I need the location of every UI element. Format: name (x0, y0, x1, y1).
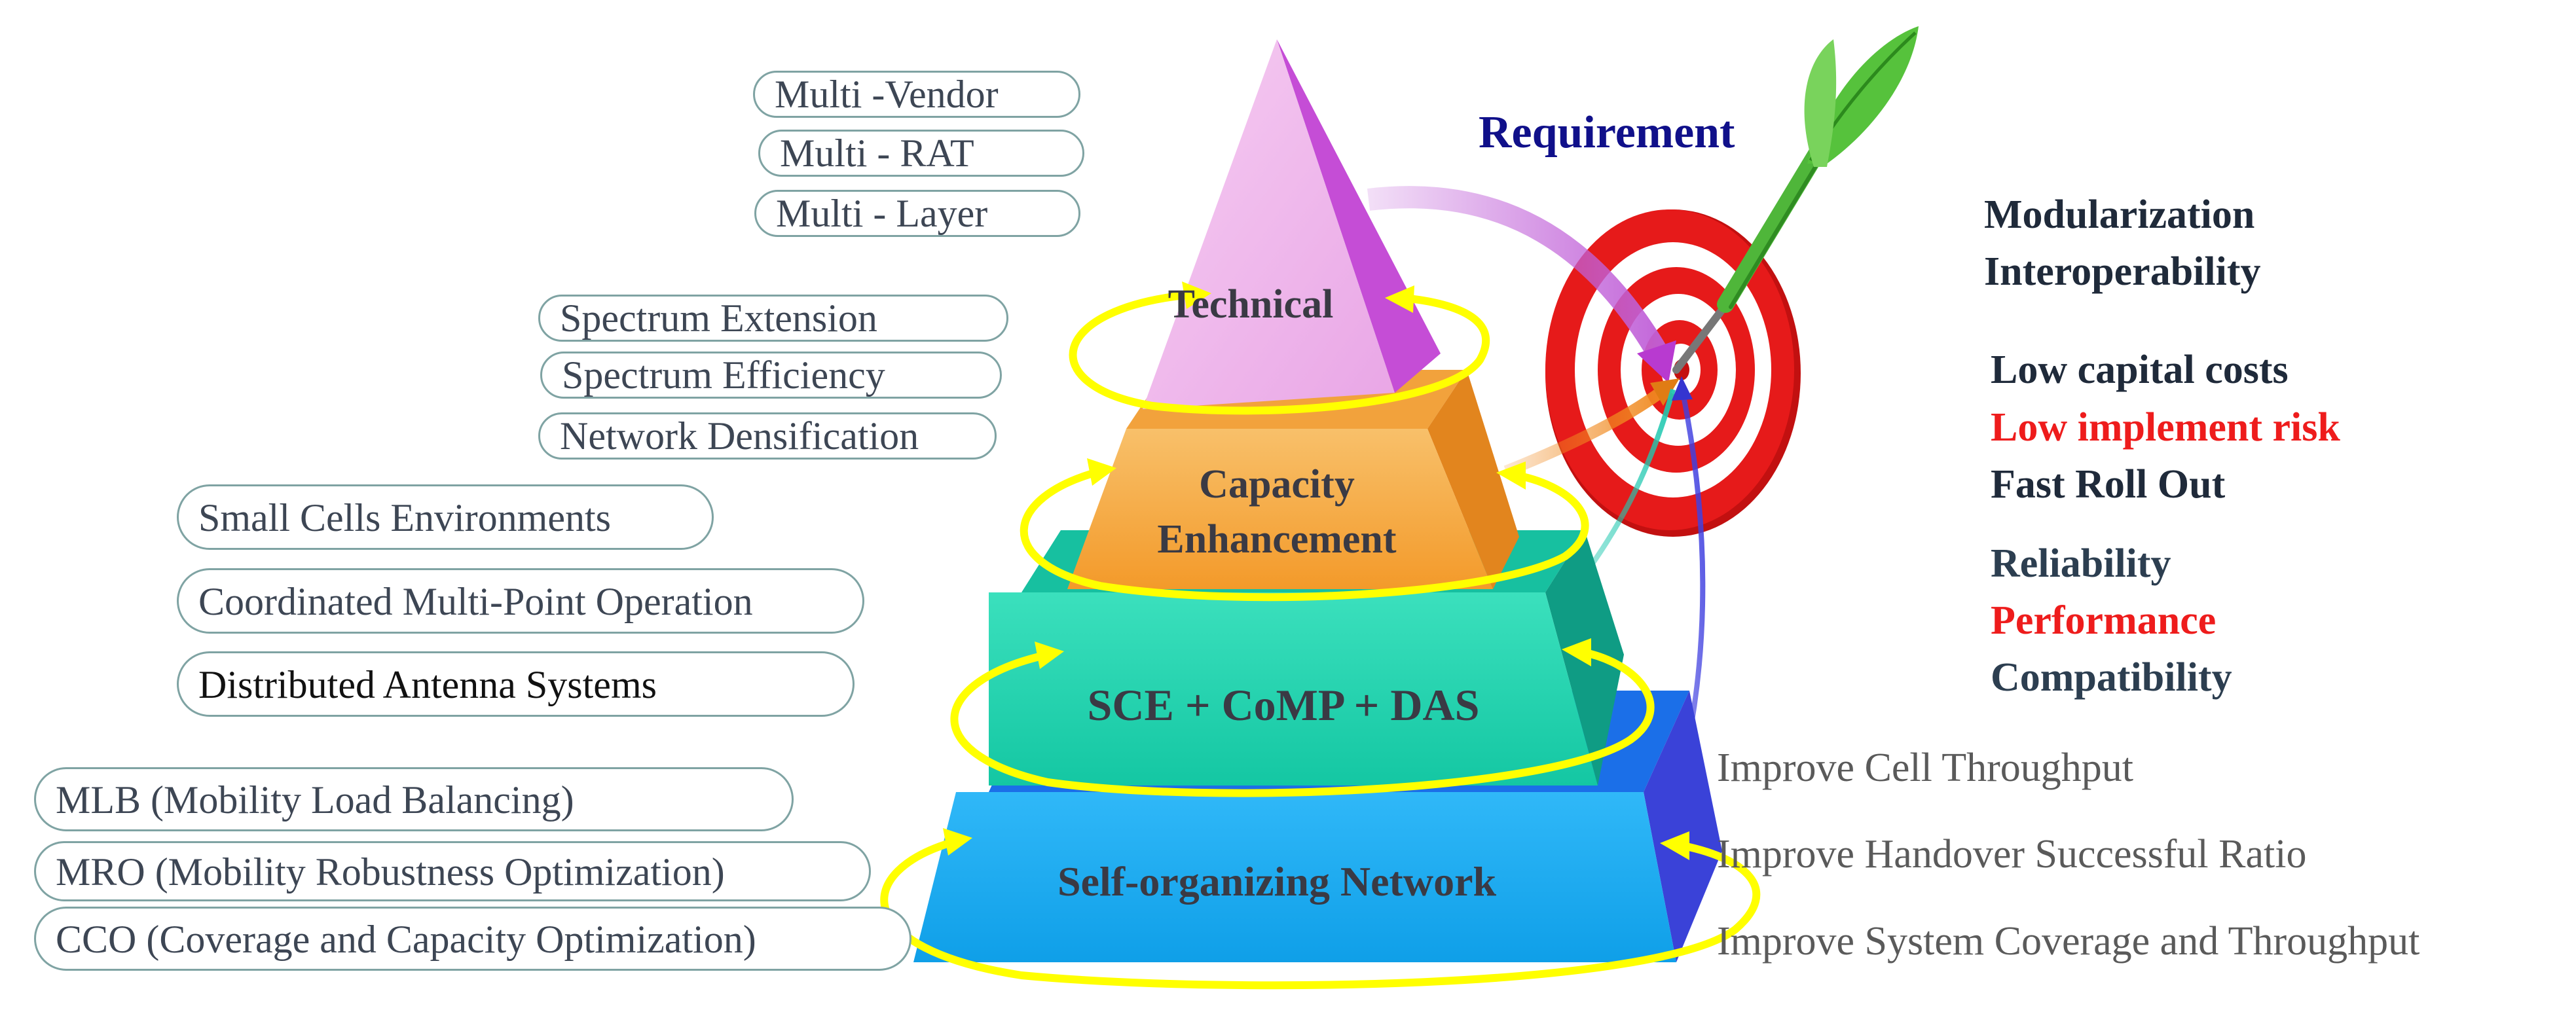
sce-item-comp: Coordinated Multi-Point Operation (177, 568, 864, 634)
capacity-item-spectrum-efficiency: Spectrum Efficiency (540, 352, 1002, 399)
tier-technical (1143, 39, 1441, 409)
son-item-mlb: MLB (Mobility Load Balancing) (34, 767, 794, 831)
technical-item-multi-vendor: Multi -Vendor (753, 71, 1080, 118)
son-item-mro: MRO (Mobility Robustness Optimization) (34, 841, 871, 901)
sce-item-small-cells: Small Cells Environments (177, 484, 714, 550)
requirement-modularization: Modularization (1984, 192, 2255, 237)
technical-item-multi-rat: Multi - RAT (758, 130, 1084, 177)
requirement-low-implement-risk: Low implement risk (1991, 405, 2340, 450)
orbit-arrowheads (943, 281, 1689, 860)
requirement-interoperability: Interoperability (1984, 249, 2261, 294)
tier-label-son: Self-organizing Network (1057, 858, 1497, 905)
tier-label-capacity: Capacity Enhancement (1094, 457, 1460, 567)
capacity-item-network-densification: Network Densification (538, 412, 997, 460)
requirement-reliability: Reliability (1991, 541, 2171, 586)
orbit-rings (880, 291, 1761, 990)
requirement-arrows (1367, 186, 1706, 839)
dart-icon (1672, 26, 1919, 374)
requirement-compatibility: Compatibility (1991, 655, 2232, 700)
son-item-cco: CCO (Coverage and Capacity Optimization) (34, 907, 911, 971)
capacity-item-spectrum-extension: Spectrum Extension (538, 295, 1008, 342)
sce-item-das: Distributed Antenna Systems (177, 651, 855, 717)
technical-item-multi-layer: Multi - Layer (754, 190, 1080, 237)
improve-system-coverage: Improve System Coverage and Throughput (1717, 919, 2420, 964)
requirement-performance: Performance (1991, 598, 2217, 643)
tier-label-technical: Technical (1168, 282, 1334, 327)
tier-label-sce: SCE + CoMP + DAS (1087, 680, 1480, 730)
improve-handover-ratio: Improve Handover Successful Ratio (1717, 832, 2307, 876)
requirement-low-capital-costs: Low capital costs (1991, 348, 2289, 392)
tier-label-capacity-line2: Enhancement (1157, 517, 1397, 562)
requirement-title: Requirement (1479, 107, 1735, 158)
improve-cell-throughput: Improve Cell Throughput (1717, 746, 2133, 790)
tier-label-capacity-line1: Capacity (1199, 462, 1355, 507)
requirement-fast-roll-out: Fast Roll Out (1991, 462, 2226, 507)
